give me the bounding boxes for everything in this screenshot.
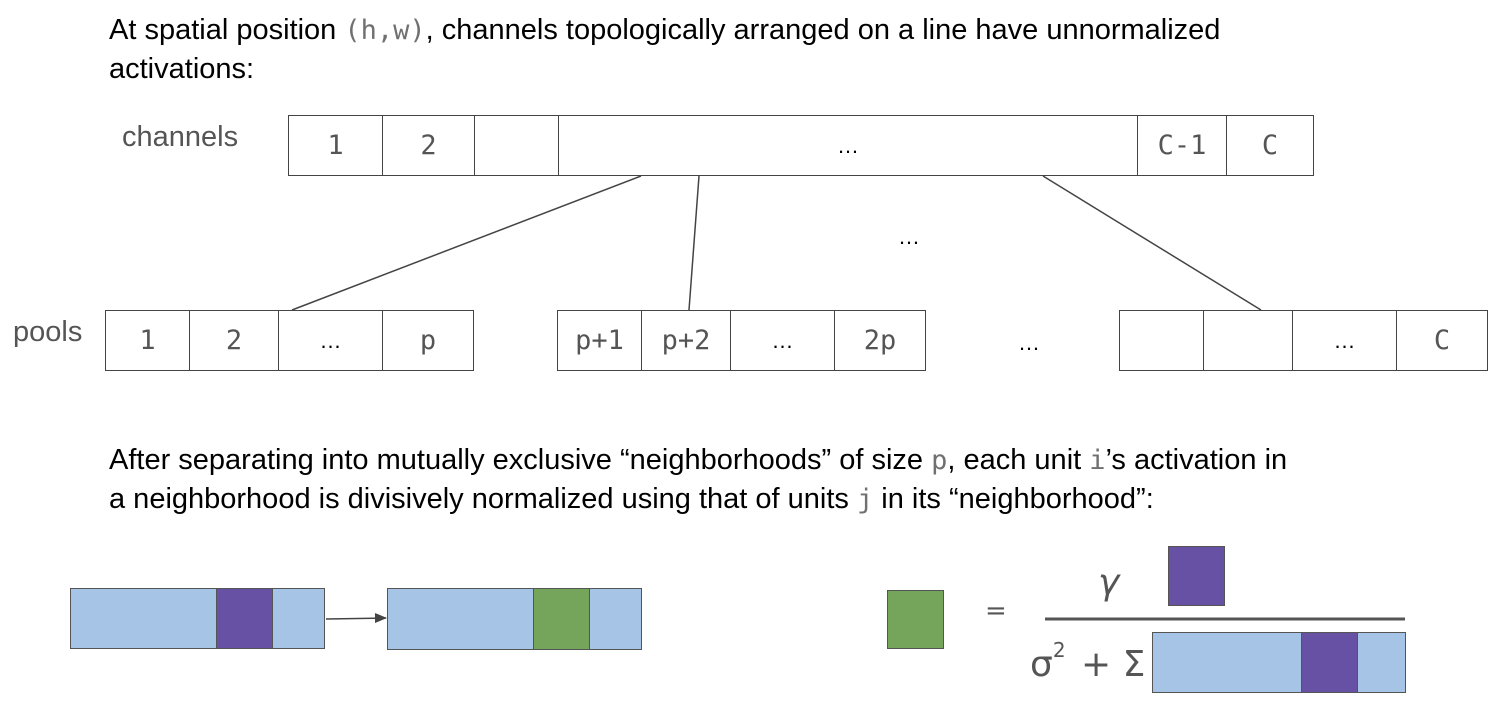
channel-cell — [475, 116, 559, 175]
intro-text-line2: activations: — [109, 53, 255, 85]
denominator-neighborhood — [1152, 632, 1406, 693]
pool-cell-ellipsis: … — [279, 311, 383, 370]
explanation-text: in its “neighborhood”: — [873, 483, 1154, 515]
neighborhood-before — [70, 588, 325, 649]
pool-cell — [1120, 311, 1204, 370]
j-symbol: j — [856, 484, 874, 515]
sigma-symbol: σ — [1030, 644, 1053, 685]
middle-ellipsis: … — [898, 224, 920, 249]
pool-1: 1 2 … p — [105, 310, 474, 371]
pool-cell: p+2 — [642, 311, 731, 370]
arrow-head — [375, 613, 387, 623]
active-unit — [216, 589, 273, 648]
channel-cell: C-1 — [1138, 116, 1227, 175]
sigma-squared: σ2 — [1030, 638, 1066, 685]
p-symbol: p — [931, 445, 948, 476]
plus-sum: + Σ — [1081, 644, 1146, 685]
square-exponent: 2 — [1052, 638, 1066, 662]
pools-label: pools — [13, 316, 83, 348]
pool-cell-ellipsis: … — [731, 311, 835, 370]
explanation-text: After separating into mutually exclusive… — [109, 444, 932, 476]
channel-cell: C — [1261, 130, 1279, 161]
explanation-text: , each unit — [947, 444, 1090, 476]
connector-line-pool3 — [1042, 175, 1262, 311]
pool-cell — [1204, 311, 1293, 370]
i-symbol: i — [1089, 445, 1106, 476]
connector-line-pool2 — [688, 175, 700, 311]
explanation-paragraph: After separating into mutually exclusive… — [109, 441, 1287, 519]
pool-cell: 2 — [190, 311, 279, 370]
pools-gap-ellipsis: … — [1018, 330, 1040, 355]
gamma-symbol: γ — [1098, 562, 1120, 603]
normalized-unit-symbol — [887, 590, 944, 649]
hw-symbol: (h,w) — [344, 15, 426, 46]
pool-cell: 1 — [106, 311, 190, 370]
pool-cell: p — [419, 325, 437, 356]
pool-cell-ellipsis: … — [1293, 311, 1397, 370]
channels-strip: 1 2 … C-1 C — [288, 115, 1314, 176]
neighborhood-after — [387, 588, 642, 650]
channel-cell-ellipsis: … — [559, 116, 1138, 175]
normalized-unit — [533, 589, 590, 649]
equals-sign: = — [985, 596, 1007, 626]
pool-last: … C — [1119, 310, 1488, 371]
pool-cell: 2p — [863, 325, 897, 356]
pool-cell: p+1 — [558, 311, 642, 370]
explanation-text: ’s activation in — [1105, 444, 1288, 476]
pool-cell: C — [1433, 325, 1451, 356]
denominator-unit — [1301, 633, 1358, 692]
explanation-text: a neighborhood is divisively normalized … — [109, 483, 857, 515]
channels-label: channels — [122, 121, 239, 153]
pool-2: p+1 p+2 … 2p — [557, 310, 926, 371]
numerator-unit — [1168, 546, 1225, 606]
intro-text-cont: , channels topologically arranged on a l… — [425, 14, 1221, 46]
intro-paragraph: At spatial position (h,w), channels topo… — [109, 11, 1220, 88]
channel-cell: 1 — [289, 116, 383, 175]
channel-cell: 2 — [383, 116, 475, 175]
intro-text: At spatial position — [109, 14, 345, 46]
connector-line-pool1 — [291, 175, 642, 311]
